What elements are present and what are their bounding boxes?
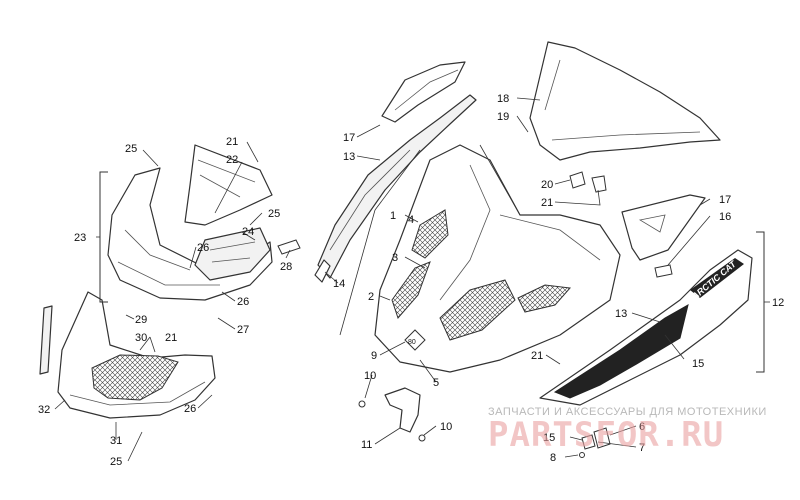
callout-25: 25 — [268, 208, 280, 220]
callout-12: 12 — [772, 297, 784, 309]
part-32-side-strip — [39, 305, 53, 375]
callout-26: 26 — [197, 242, 209, 254]
callout-21: 21 — [165, 332, 177, 344]
callout-15: 15 — [543, 432, 555, 444]
center-hood-assembly: 80 — [314, 61, 621, 442]
callout-numbers: 25 21 22 23 25 24 26 28 26 29 27 30 21 3… — [38, 93, 784, 468]
part-18-windshield — [529, 41, 721, 161]
callout-5: 5 — [433, 377, 439, 389]
callout-26: 26 — [237, 296, 249, 308]
part-3-grille-left — [391, 261, 431, 319]
callout-32: 32 — [38, 404, 50, 416]
callout-10: 10 — [364, 370, 376, 382]
callout-23: 23 — [74, 232, 86, 244]
part-11-mount-bracket — [384, 387, 421, 433]
part-14-trim — [314, 259, 331, 283]
callout-21: 21 — [541, 197, 553, 209]
callout-25: 25 — [125, 143, 137, 155]
part-16-clip — [654, 264, 673, 278]
part-10-fastener-b — [418, 434, 426, 442]
callout-26: 26 — [184, 403, 196, 415]
part-15-decal — [553, 303, 689, 399]
callout-30: 30 — [135, 332, 147, 344]
callout-20: 20 — [541, 179, 553, 191]
callout-9: 9 — [371, 350, 377, 362]
callout-14: 14 — [333, 278, 345, 290]
right-windshield-assembly: ARCTIC CAT — [529, 41, 753, 458]
part-grille-center — [439, 279, 516, 341]
callout-31: 31 — [110, 435, 122, 447]
part-4-grille-upper — [411, 209, 449, 259]
part-grille-right — [517, 284, 572, 313]
leader-lines — [54, 97, 770, 462]
callout-25: 25 — [110, 456, 122, 468]
callout-27: 27 — [237, 324, 249, 336]
callout-1: 1 — [390, 210, 396, 222]
part-22-upper-panel — [184, 144, 273, 226]
watermark: ЗАПЧАСТИ И АКСЕССУАРЫ ДЛЯ МОТОТЕХНИКИ PA… — [488, 406, 767, 455]
callout-24: 24 — [242, 226, 254, 238]
callout-17: 17 — [343, 132, 355, 144]
part-28-clip — [277, 239, 301, 255]
part-8-screw — [579, 452, 585, 458]
callout-19: 19 — [497, 111, 509, 123]
part-17-right-trim — [621, 194, 706, 261]
callout-18: 18 — [497, 93, 509, 105]
callout-3: 3 — [392, 252, 398, 264]
callout-8: 8 — [550, 452, 556, 464]
callout-21: 21 — [531, 350, 543, 362]
callout-13: 13 — [615, 308, 627, 320]
callout-10: 10 — [440, 421, 452, 433]
watermark-subtitle: ЗАПЧАСТИ И АКСЕССУАРЫ ДЛЯ МОТОТЕХНИКИ — [488, 406, 767, 418]
callout-29: 29 — [135, 314, 147, 326]
part-2-main-hood — [374, 144, 621, 373]
emblem-text: 80 — [408, 339, 416, 346]
part-7-clip — [581, 434, 596, 450]
callout-2: 2 — [368, 291, 374, 303]
callout-28: 28 — [280, 261, 292, 273]
callout-13: 13 — [343, 151, 355, 163]
part-lower-grille — [91, 354, 179, 401]
callout-16: 16 — [719, 211, 731, 223]
callout-15: 15 — [692, 358, 704, 370]
callout-17: 17 — [719, 194, 731, 206]
callout-21: 21 — [226, 136, 238, 148]
left-nose-assembly — [39, 144, 301, 419]
part-20-bracket — [569, 171, 586, 189]
callout-4: 4 — [408, 214, 414, 226]
part-17-headlight-trim — [381, 61, 466, 123]
part-13-side-rail — [317, 94, 477, 279]
part-10-fastener-a — [358, 400, 366, 408]
callout-7: 7 — [639, 442, 645, 454]
watermark-brand: PARTSFOR.RU — [488, 415, 724, 455]
callout-6: 6 — [639, 421, 645, 433]
callout-22: 22 — [226, 154, 238, 166]
part-9-emblem — [404, 329, 426, 351]
part-24-bracket — [194, 227, 271, 281]
callout-11: 11 — [361, 439, 372, 451]
